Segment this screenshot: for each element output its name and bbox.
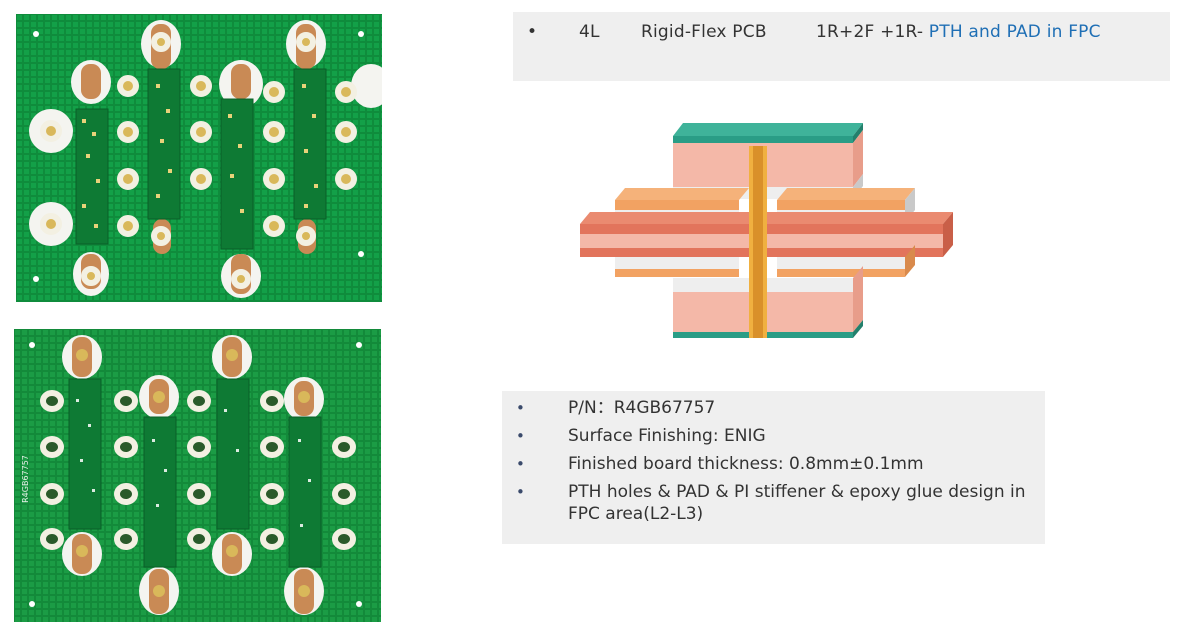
spec-item-surface-finishing: •Surface Finishing: ENIG [516,426,766,446]
title-box: • 4L Rigid-Flex PCB 1R+2F +1R- PTH and PAD … [513,12,1170,81]
rigid-flex-pcb-photo-top [16,14,382,302]
spec-list: •P/N：R4GB67757 •Surface Finishing: ENIG … [516,397,1026,531]
layer-count: 4L [579,22,600,42]
rigid-flex-pcb-photo-bottom: R4GB67757 [14,329,381,622]
stackup-diagram [575,118,960,350]
spec-item-thickness: •Finished board thickness: 0.8mm±0.1mm [516,454,924,474]
highlight-feature: PTH and PAD in FPC [928,22,1101,42]
title-bullet: • [527,22,538,42]
spec-item-fpc-design: •PTH holes & PAD & PI stiffener & epoxy … [516,482,1026,524]
stackup-structure: 1R+2F +1R- [816,22,924,42]
spec-box: •P/N：R4GB67757 •Surface Finishing: ENIG … [502,391,1045,544]
board-type: Rigid-Flex PCB [641,22,767,42]
spec-item-pn: •P/N：R4GB67757 [516,398,716,418]
title-line: • 4L Rigid-Flex PCB 1R+2F +1R- PTH and PAD … [527,22,1101,42]
board-marking: R4GB67757 [21,455,30,503]
